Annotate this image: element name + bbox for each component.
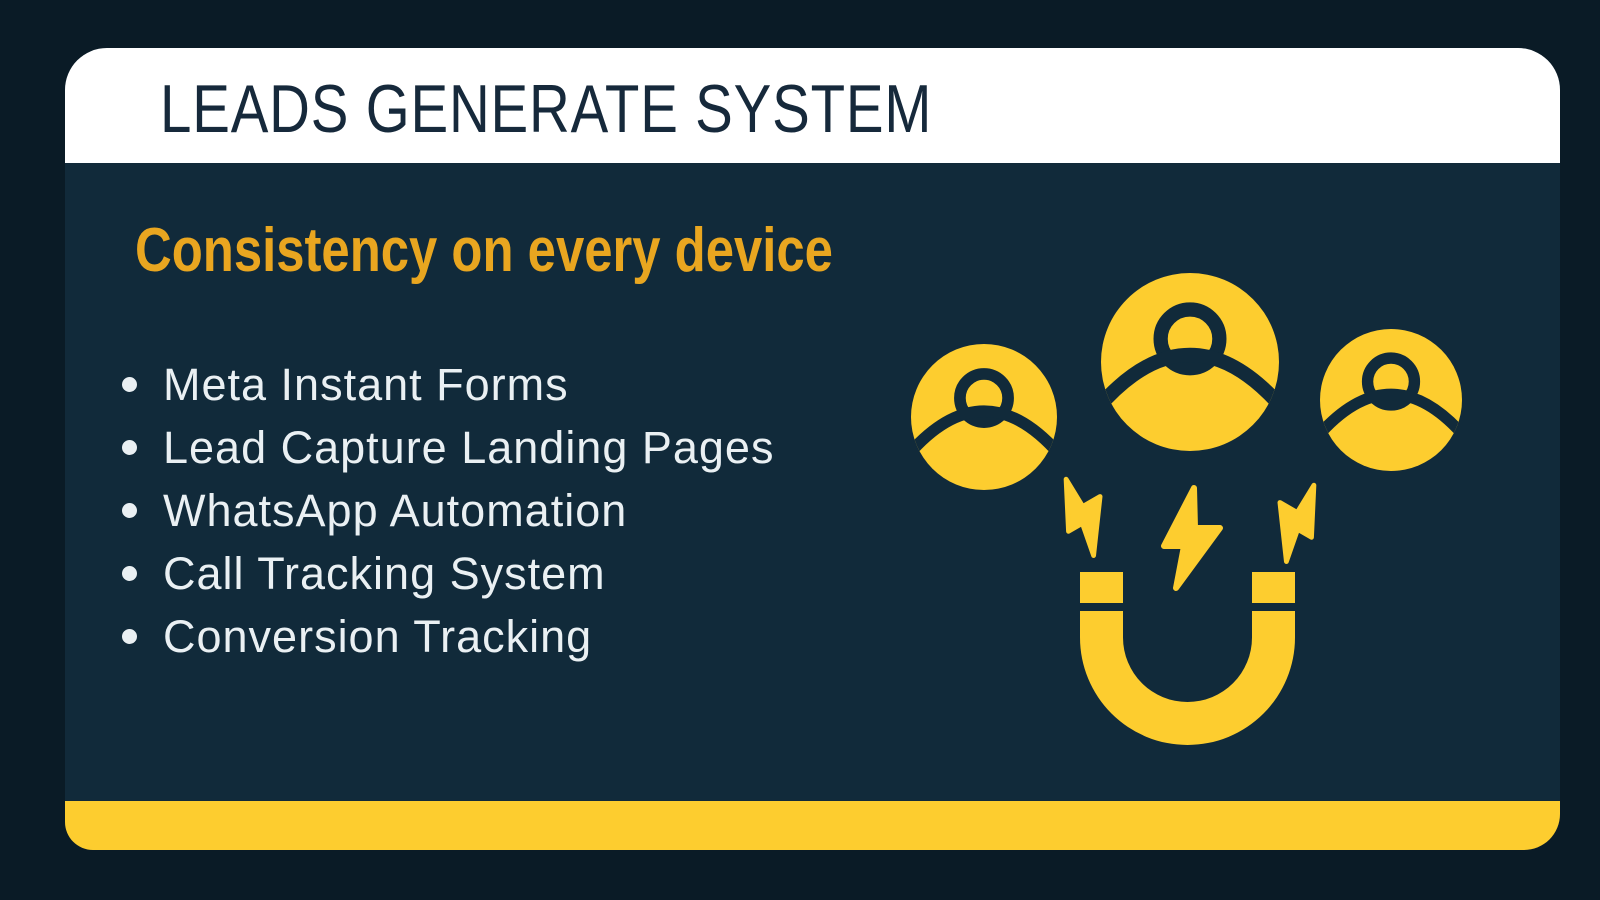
feature-label: Conversion Tracking [163,610,593,662]
list-item: WhatsApp Automation [122,479,774,542]
user-avatar-icon-right [1317,329,1465,471]
lightning-bolt-icon-left [1045,469,1124,561]
bullet-icon [122,377,137,392]
bullet-icon [122,566,137,581]
feature-label: WhatsApp Automation [163,484,628,536]
bullet-icon [122,503,137,518]
lightning-bolt-icon-right [1256,475,1335,567]
feature-label: Lead Capture Landing Pages [163,421,775,473]
list-item: Meta Instant Forms [122,353,774,416]
feature-list: Meta Instant Forms Lead Capture Landing … [122,353,774,668]
user-avatar-icon-center [1097,273,1282,451]
lightning-bolt-icon-center [1164,488,1220,588]
feature-label: Call Tracking System [163,547,606,599]
user-avatar-icon-left [908,344,1060,490]
bullet-icon [122,440,137,455]
footer-accent-bar [65,801,1560,850]
horseshoe-magnet-icon [1080,572,1295,745]
list-item: Lead Capture Landing Pages [122,416,774,479]
section-heading: Consistency on every device [135,216,833,285]
lead-magnet-illustration [870,250,1490,745]
page-title: LEADS GENERATE SYSTEM [160,71,933,147]
card-header: LEADS GENERATE SYSTEM [65,48,1560,163]
card-body: Consistency on every device Meta Instant… [65,163,1560,801]
list-item: Conversion Tracking [122,605,774,668]
bullet-icon [122,629,137,644]
content-card: LEADS GENERATE SYSTEM Consistency on eve… [65,48,1560,850]
list-item: Call Tracking System [122,542,774,605]
feature-label: Meta Instant Forms [163,358,569,410]
